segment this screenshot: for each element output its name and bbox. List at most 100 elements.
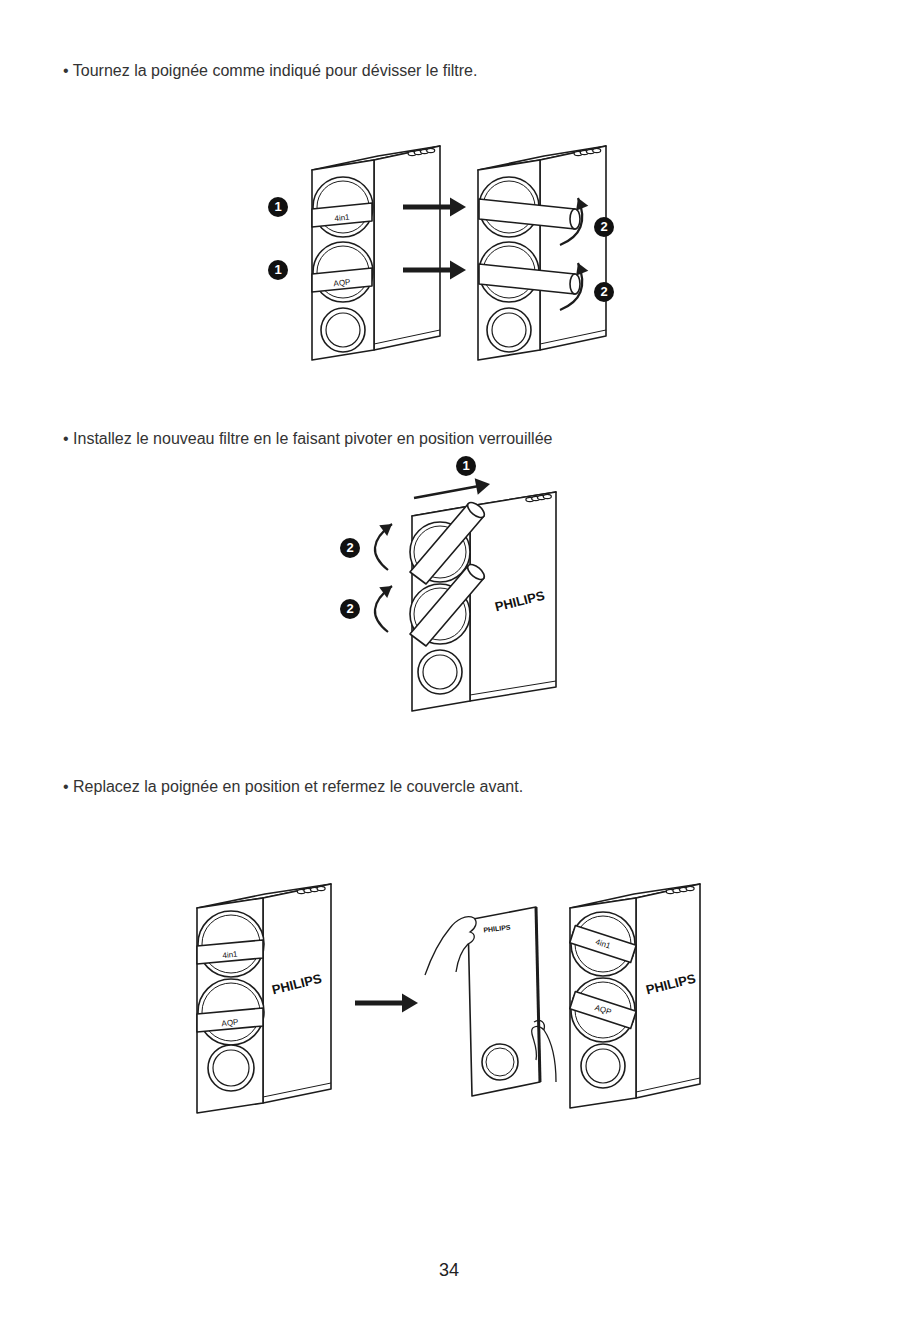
callout-number: 1 xyxy=(274,263,281,278)
callout-number: 2 xyxy=(600,285,607,300)
base-line xyxy=(540,330,606,344)
filter-knob xyxy=(198,979,264,1045)
callout-disc xyxy=(594,217,614,237)
outlet-knob xyxy=(418,650,462,694)
figure-install xyxy=(375,478,556,711)
filter-handle xyxy=(570,992,636,1029)
housing-front xyxy=(570,898,636,1108)
top-button xyxy=(593,148,601,152)
brand-logo: PHILIPS xyxy=(483,924,511,935)
outlet-ring xyxy=(423,655,457,689)
housing-front xyxy=(197,898,263,1113)
housing-side xyxy=(374,146,440,350)
instruction-text: • Tournez la poignée comme indiqué pour … xyxy=(63,62,477,80)
rotated-handle xyxy=(410,566,484,646)
filter-knob xyxy=(198,911,264,977)
rotation-arrow xyxy=(375,524,392,570)
outlet-ring xyxy=(326,313,360,347)
filter-handle xyxy=(197,1008,263,1032)
filter-label: AQP xyxy=(594,1003,613,1017)
callout-disc xyxy=(456,456,476,476)
arrow-head xyxy=(576,198,588,211)
callout-disc xyxy=(594,282,614,302)
callout-discs xyxy=(268,197,614,619)
filter-label: 4in1 xyxy=(222,950,238,961)
top-button xyxy=(543,494,551,498)
filter-handle xyxy=(570,926,636,963)
arrow-head xyxy=(379,586,392,598)
housing-side xyxy=(263,884,331,1103)
filter-label: 4in1 xyxy=(334,213,350,224)
callout-disc xyxy=(268,260,288,280)
arrow-shaft xyxy=(403,268,453,273)
outlet-knob xyxy=(321,308,365,352)
top-button xyxy=(317,886,325,890)
outlet-ring xyxy=(213,1050,249,1086)
handle-end xyxy=(465,500,487,521)
housing-side xyxy=(470,492,556,701)
arrow-head xyxy=(576,263,588,276)
outlet-ring xyxy=(492,313,526,347)
hand xyxy=(532,1020,556,1082)
arrow-shaft xyxy=(414,486,479,498)
callout-number: 1 xyxy=(274,200,281,215)
base-line xyxy=(263,1083,331,1097)
arrow-head xyxy=(402,993,418,1012)
filter-knob xyxy=(313,177,373,237)
rotation-arrow xyxy=(375,586,392,632)
arrow-head xyxy=(379,524,392,536)
top-button xyxy=(686,886,694,890)
outlet-knob xyxy=(208,1045,254,1091)
handle-end xyxy=(570,274,580,294)
base-line xyxy=(374,330,440,344)
handle-end xyxy=(570,209,580,229)
housing-front xyxy=(478,160,540,360)
figure-close xyxy=(197,884,700,1113)
filter-handle xyxy=(197,940,263,964)
brand-logo: PHILIPS xyxy=(494,589,547,616)
filter-handle xyxy=(312,203,372,227)
housing-front xyxy=(312,160,374,360)
callout-disc xyxy=(268,197,288,217)
outlet-ring xyxy=(586,1049,620,1083)
instruction-text: • Replacez la poignée en position et ref… xyxy=(63,778,523,796)
pulled-handle xyxy=(479,199,575,229)
arrow-shaft xyxy=(355,1001,405,1006)
page-number: 34 xyxy=(439,1260,459,1281)
top-button xyxy=(427,148,435,152)
cover-opening-ring xyxy=(486,1048,514,1076)
filter-knob xyxy=(313,242,373,302)
handle-end xyxy=(465,562,487,583)
filter-label: 4in1 xyxy=(594,937,611,950)
filter-label: AQP xyxy=(221,1018,239,1029)
base-line xyxy=(636,1078,700,1092)
brand-logo: PHILIPS xyxy=(645,972,698,999)
callout-disc xyxy=(340,538,360,558)
arrow-head xyxy=(475,478,490,495)
outlet-knob xyxy=(581,1044,625,1088)
filter-label: AQP xyxy=(333,278,351,289)
arrow-head xyxy=(450,197,466,216)
brand-logo: PHILIPS xyxy=(271,972,324,999)
callout-number: 2 xyxy=(600,220,607,235)
outlet-knob xyxy=(487,308,531,352)
callout-disc xyxy=(340,599,360,619)
filter-handle xyxy=(312,268,372,292)
hand xyxy=(425,917,476,975)
callout-number: 1 xyxy=(462,459,469,474)
front-cover xyxy=(468,907,540,1096)
instruction-text: • Installez le nouveau filtre en le fais… xyxy=(63,430,552,448)
arrow-head xyxy=(450,260,466,279)
callout-number: 2 xyxy=(346,541,353,556)
housing-side xyxy=(540,146,606,350)
cover-opening xyxy=(482,1044,518,1080)
pulled-handle xyxy=(479,264,575,294)
figure-unscrew xyxy=(312,146,606,360)
housing-side xyxy=(636,884,700,1098)
arrow-shaft xyxy=(403,205,453,210)
callout-number: 2 xyxy=(346,602,353,617)
base-line xyxy=(470,681,556,695)
